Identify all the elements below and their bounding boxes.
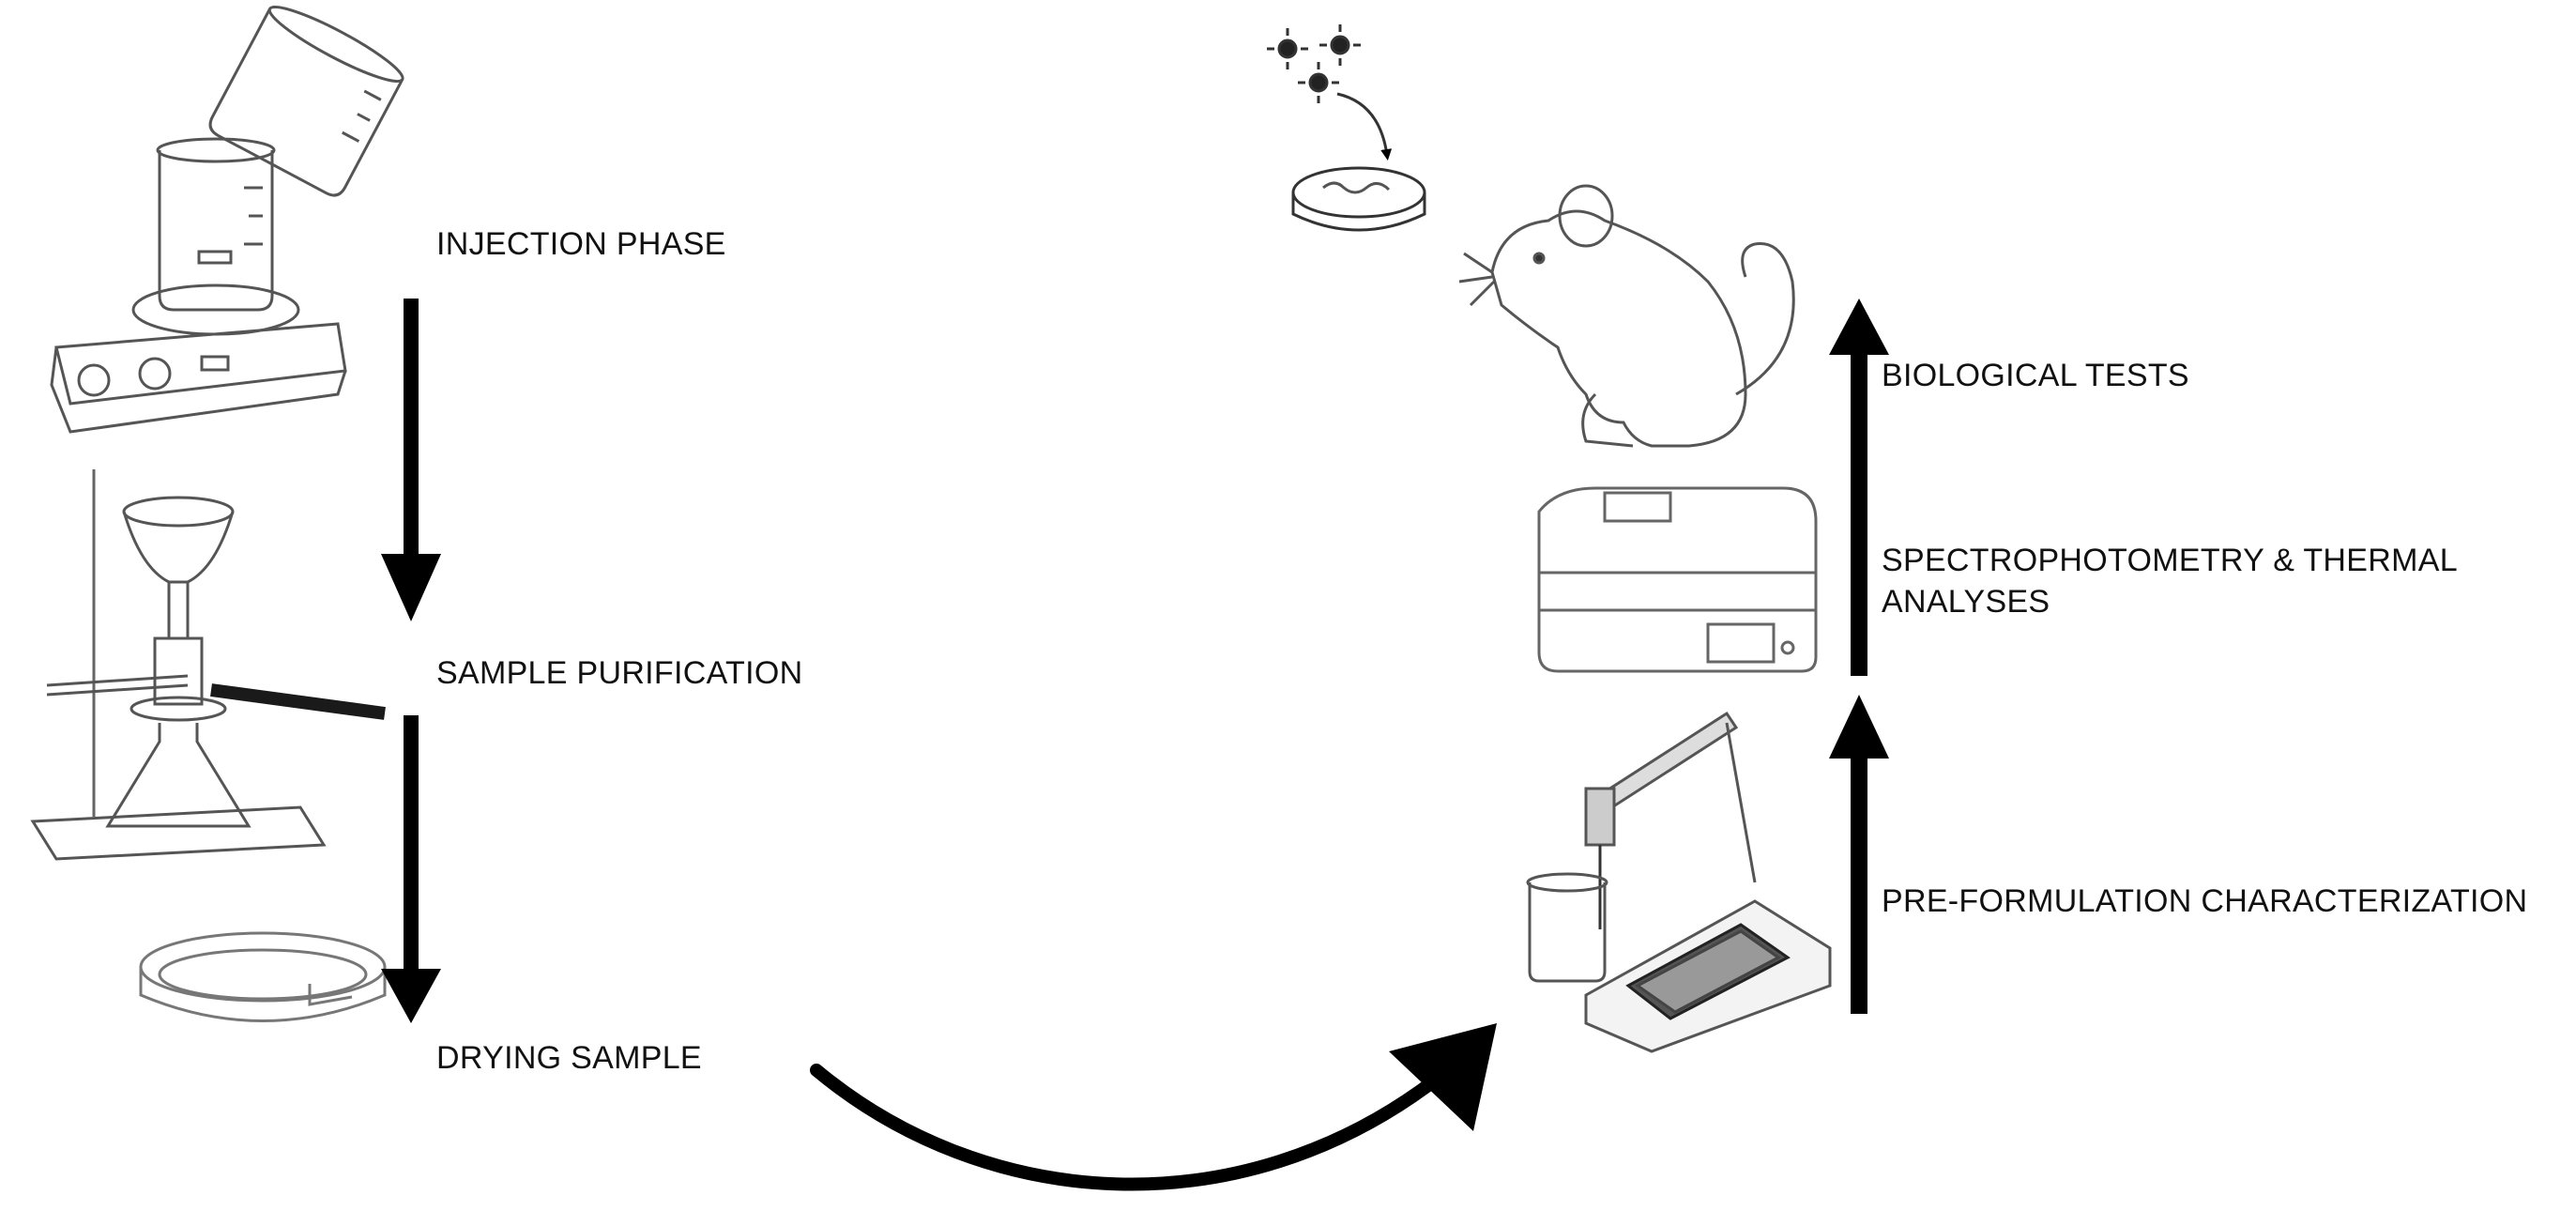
label-biological-tests: BIOLOGICAL TESTS: [1882, 358, 2189, 393]
mouse-illustration: [1458, 184, 1795, 448]
arrow-preformulation-to-spectro: [1829, 695, 1889, 1014]
label-preformulation-characterization: PRE-FORMULATION CHARACTERIZATION: [1882, 883, 2528, 919]
spectrophotometer-illustration: [1537, 486, 1818, 673]
label-sample-purification: SAMPLE PURIFICATION: [436, 655, 803, 691]
stirrer-with-beaker-illustration: [50, 5, 404, 434]
arrow-purification-to-drying: [381, 715, 441, 1023]
bacteria-culture-illustration: [1267, 24, 1426, 232]
filtration-stand-illustration: [30, 469, 386, 861]
bacteria-icon: [1267, 24, 1361, 103]
arrow-spectro-to-biological: [1829, 299, 1889, 676]
curved-transition-arrow: [810, 1023, 1497, 1191]
petri-dish-illustration: [139, 931, 387, 1022]
label-injection-phase: INJECTION PHASE: [436, 226, 726, 262]
arrow-injection-to-purification: [381, 299, 441, 621]
ph-meter-illustration: [1526, 711, 1832, 1053]
label-spectrophotometry-thermal: SPECTROPHOTOMETRY & THERMAL ANALYSES: [1882, 543, 2457, 620]
label-drying-sample: DRYING SAMPLE: [436, 1040, 702, 1076]
